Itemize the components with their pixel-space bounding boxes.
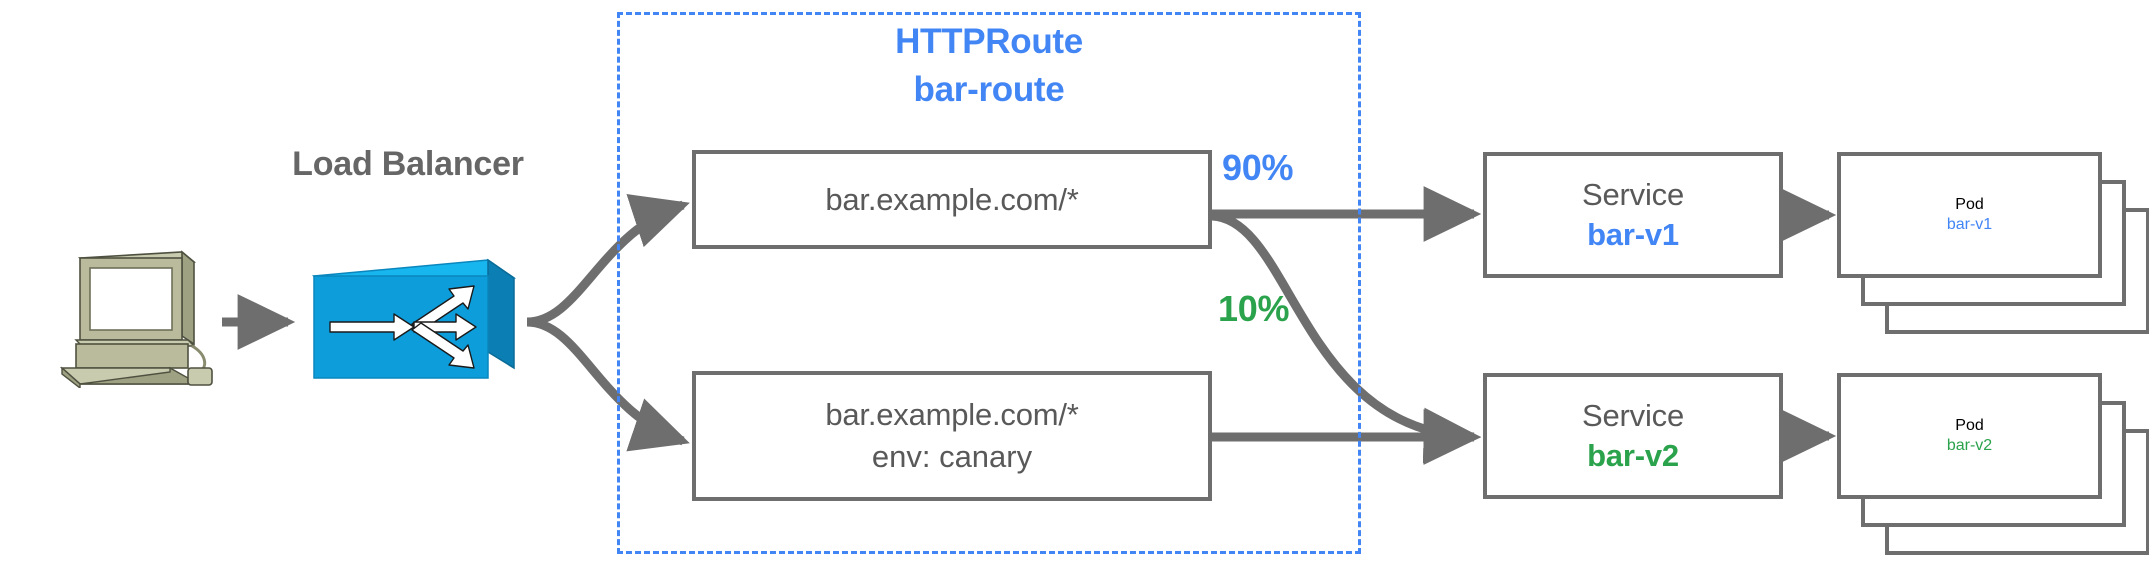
client-workstation-icon [42, 248, 217, 390]
service-v1-kind: Service [1582, 177, 1684, 213]
weight-label-primary: 90% [1222, 147, 1294, 188]
load-balancer-switch-icon [302, 252, 524, 392]
load-balancer-label: Load Balancer [292, 145, 524, 183]
service-bar-v2-box[interactable]: Service bar-v2 [1483, 373, 1783, 499]
httproute-name-label: bar-route [913, 70, 1065, 109]
httproute-boundary [617, 12, 1361, 554]
pod-v2-replica-1[interactable]: Pod bar-v2 [1837, 373, 2102, 499]
service-v2-kind: Service [1582, 398, 1684, 434]
pod-v2-name: bar-v2 [1946, 437, 1993, 454]
service-v1-name: bar-v1 [1587, 217, 1679, 252]
route-rule-primary-match: bar.example.com/* [825, 181, 1079, 217]
route-rule-canary-box[interactable]: bar.example.com/* env: canary [692, 371, 1212, 501]
weight-label-canary: 10% [1218, 288, 1290, 329]
pod-v1-replica-1[interactable]: Pod bar-v1 [1837, 152, 2102, 278]
route-rule-primary-box[interactable]: bar.example.com/* [692, 150, 1212, 249]
route-rule-canary-match: bar.example.com/* [825, 397, 1079, 433]
httproute-kind-label: HTTPRoute [895, 22, 1083, 61]
pod-v2-kind: Pod [1955, 416, 1984, 434]
pod-bar-v2-stack[interactable]: Pod bar-v2 [1837, 373, 2149, 563]
pod-v1-name: bar-v1 [1946, 216, 1993, 233]
service-v2-name: bar-v2 [1587, 438, 1679, 473]
service-bar-v1-box[interactable]: Service bar-v1 [1483, 152, 1783, 278]
pod-bar-v1-stack[interactable]: Pod bar-v1 [1837, 152, 2149, 342]
pod-v1-kind: Pod [1955, 195, 1984, 213]
route-rule-canary-headers: env: canary [871, 439, 1033, 474]
